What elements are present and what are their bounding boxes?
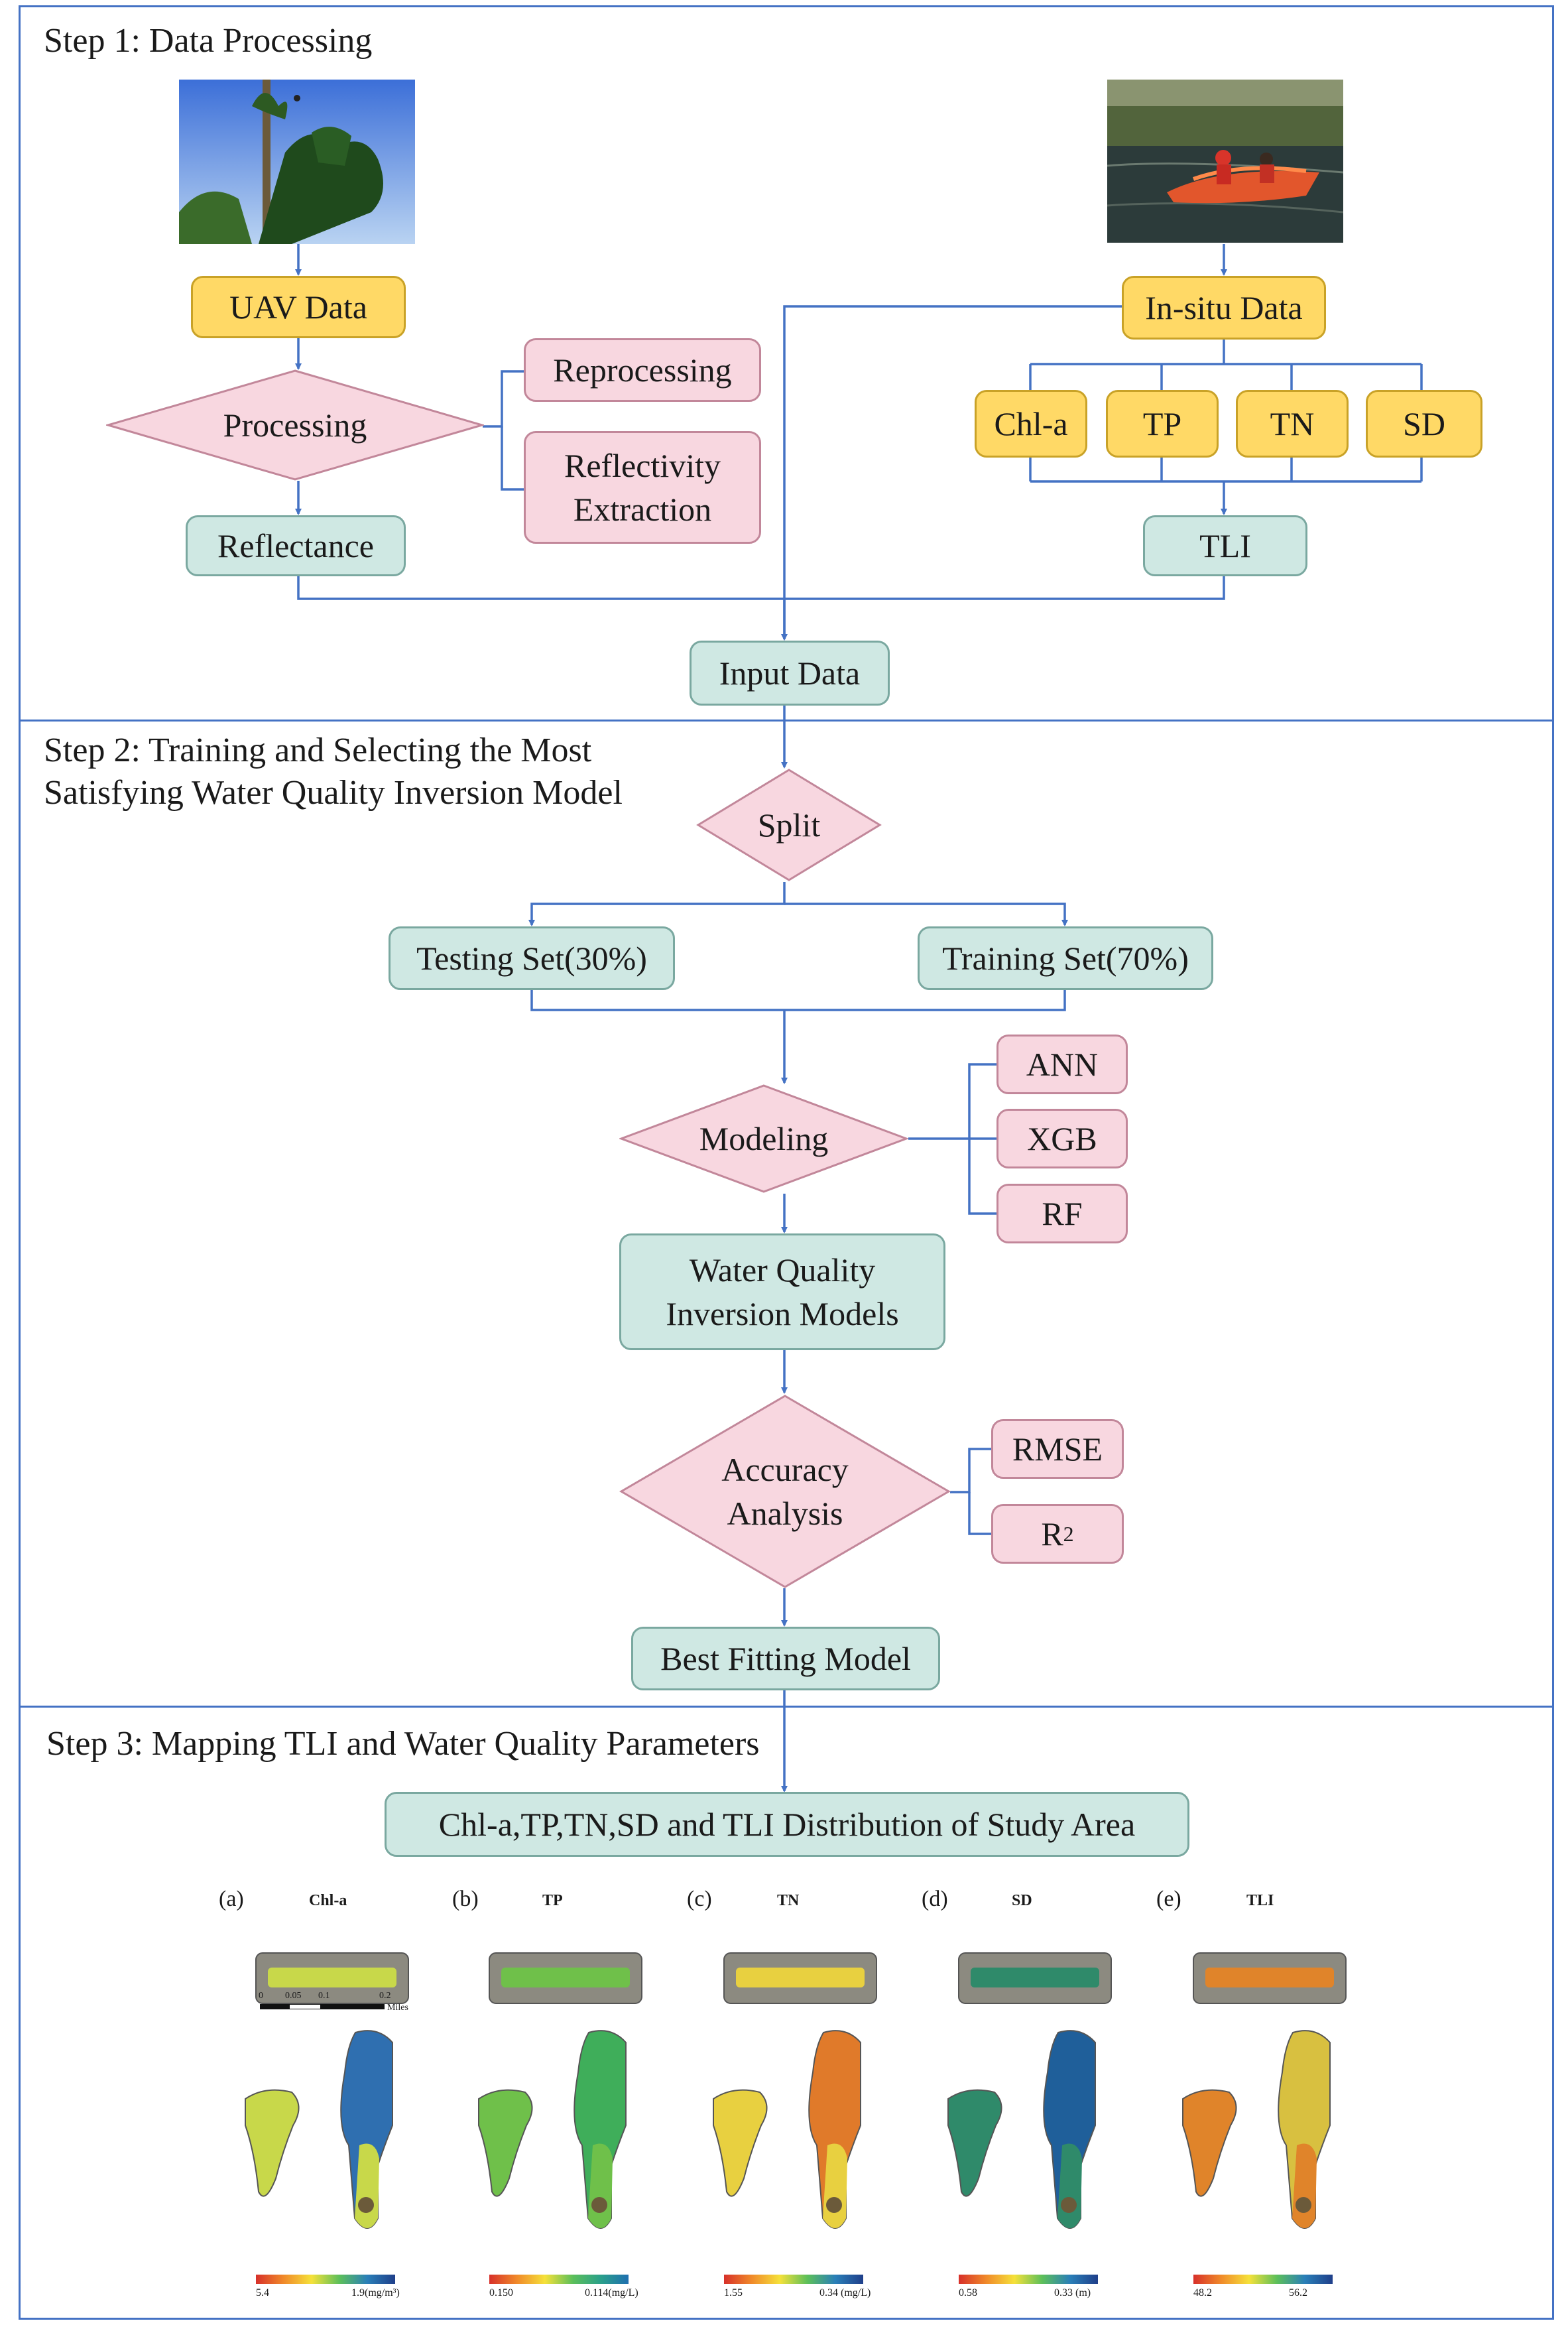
water-quality-map (1182, 1952, 1347, 2229)
input-data-node[interactable]: Input Data (690, 641, 890, 706)
rf-node[interactable]: RF (996, 1184, 1128, 1243)
distribution-node[interactable]: Chl-a,TP,TN,SD and TLI Distribution of S… (385, 1792, 1189, 1857)
in-situ-photo (1107, 80, 1343, 243)
testing-set-node[interactable]: Testing Set(30%) (389, 926, 675, 990)
training-set-node[interactable]: Training Set(70%) (918, 926, 1213, 990)
colorbar (959, 2275, 1098, 2284)
colorbar-max-label: 1.9(mg/m³) (351, 2287, 400, 2298)
scale-tick-2: 0.1 (318, 1991, 330, 2001)
colorbar-max-label: 0.33 (m) (1054, 2287, 1091, 2298)
ann-node[interactable]: ANN (996, 1035, 1128, 1094)
colorbar-max-label: 0.114(mg/L) (585, 2287, 638, 2298)
colorbar-max-label: 56.2 (1289, 2287, 1307, 2298)
rmse-node[interactable]: RMSE (991, 1419, 1124, 1479)
accuracy-label: Accuracy Analysis (721, 1451, 849, 1532)
modeling-label: Modeling (699, 1120, 829, 1157)
map-tag: (e) (1156, 1887, 1181, 1911)
step2-title: Step 2: Training and Selecting the Most … (44, 731, 623, 812)
map-panel-tp: (b) TP 0.150 0.114(mg/L) (452, 1887, 678, 2298)
map-title: SD (1012, 1892, 1032, 1909)
reprocessing-node[interactable]: Reprocessing (524, 338, 761, 402)
map-tag: (b) (452, 1887, 479, 1911)
map-tag: (d) (922, 1887, 948, 1911)
xgb-node[interactable]: XGB (996, 1109, 1128, 1168)
map-tag: (a) (219, 1887, 244, 1911)
processing-diamond (106, 369, 484, 481)
water-quality-inversion-models-node[interactable]: Water Quality Inversion Models (619, 1233, 945, 1350)
colorbar-min-label: 48.2 (1193, 2287, 1212, 2298)
water-quality-map (478, 1952, 642, 2229)
modeling-decision[interactable]: Modeling (619, 1084, 908, 1194)
step1-title: Step 1: Data Processing (44, 22, 373, 60)
step3-panel (19, 1706, 1554, 2320)
colorbar-min-label: 0.150 (489, 2287, 513, 2298)
map-title: Chl-a (309, 1892, 347, 1909)
colorbar (256, 2275, 395, 2284)
water-quality-map (245, 1952, 409, 2229)
colorbar (489, 2275, 629, 2284)
map-panel-chla: (a) Chl-a 5.4 1.9(mg/m³) (219, 1887, 444, 2298)
water-quality-map (947, 1952, 1112, 2229)
colorbar-min-label: 0.58 (959, 2287, 977, 2298)
scale-tick-3: 0.2 (379, 1991, 391, 2001)
uav-photo (179, 80, 415, 244)
accuracy-analysis-decision[interactable]: Accuracy Analysis (619, 1394, 951, 1589)
map-panel-tli: (e) TLI 48.2 56.2 (1156, 1887, 1382, 2298)
tp-node[interactable]: TP (1106, 390, 1219, 458)
split-diamond (696, 769, 882, 881)
modeling-diamond (619, 1084, 908, 1193)
chla-node[interactable]: Chl-a (975, 390, 1087, 458)
accuracy-diamond (619, 1395, 951, 1588)
r2-superscript: 2 (1063, 1522, 1074, 1546)
processing-label: Processing (223, 407, 367, 444)
scale-unit: Miles (387, 2003, 408, 2013)
map-panel-tn: (c) TN 1.55 0.34 (mg/L) (687, 1887, 912, 2298)
map-title: TN (777, 1892, 800, 1909)
colorbar (724, 2275, 863, 2284)
scale-tick-0: 0 (259, 1991, 263, 2001)
colorbar-min-label: 1.55 (724, 2287, 743, 2298)
map-tag: (c) (687, 1887, 712, 1911)
colorbar-max-label: 0.34 (mg/L) (819, 2287, 871, 2298)
sd-node[interactable]: SD (1366, 390, 1482, 458)
step3-title: Step 3: Mapping TLI and Water Quality Pa… (46, 1725, 760, 1763)
map-title: TLI (1246, 1892, 1274, 1909)
colorbar (1193, 2275, 1333, 2284)
map-panel-sd: (d) SD 0.58 0.33 (m) (922, 1887, 1147, 2298)
scale-tick-1: 0.05 (285, 1991, 302, 2001)
r2-base: R (1041, 1515, 1063, 1552)
map-title: TP (542, 1892, 563, 1909)
best-fitting-model-node[interactable]: Best Fitting Model (631, 1627, 940, 1690)
colorbar-min-label: 5.4 (256, 2287, 269, 2298)
uav-data-node[interactable]: UAV Data (191, 276, 406, 338)
water-quality-map (713, 1952, 877, 2229)
processing-decision[interactable]: Processing (106, 369, 484, 481)
in-situ-data-node[interactable]: In-situ Data (1122, 276, 1326, 340)
tli-node[interactable]: TLI (1143, 515, 1307, 576)
tn-node[interactable]: TN (1236, 390, 1349, 458)
scale-bar: 0 0.05 0.1 0.2 Miles (257, 1991, 408, 2017)
reflectivity-extraction-node[interactable]: Reflectivity Extraction (524, 431, 761, 544)
reflectance-node[interactable]: Reflectance (186, 515, 406, 576)
split-decision[interactable]: Split (696, 768, 882, 882)
split-label: Split (757, 806, 821, 844)
